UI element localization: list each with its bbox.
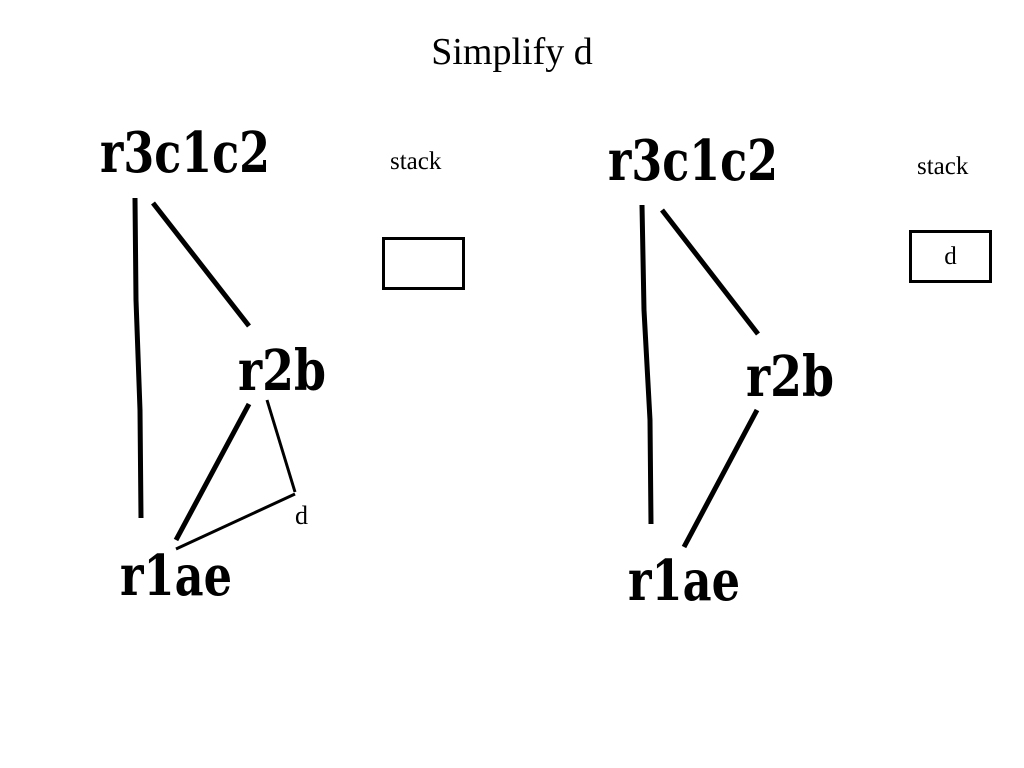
stack-box-after: d [909, 230, 992, 283]
edge-r2b-d [265, 399, 297, 493]
slide-title: Simplify d [431, 31, 593, 73]
edge-r3c1c2-r2b [660, 208, 760, 336]
edge-r3c1c2-r1ae [132, 197, 144, 519]
graph-before: r3c1c2 r2b r1ae d [100, 120, 326, 609]
edge-r2b-r1ae [681, 408, 760, 549]
edge-r1ae-d [175, 492, 296, 551]
node-r3c1c2: r3c1c2 [100, 120, 270, 186]
node-r2b: r2b [746, 344, 834, 410]
node-r3c1c2: r3c1c2 [608, 128, 778, 194]
edge-r3c1c2-r1ae [639, 204, 654, 525]
stack-label-before: stack [390, 148, 442, 175]
edge-r3c1c2-r2b [151, 201, 251, 328]
stack-item-d: d [944, 242, 957, 270]
node-r1ae: r1ae [628, 548, 740, 614]
stack-box-before [382, 237, 465, 290]
node-d: d [295, 501, 308, 530]
stack-label-after: stack [917, 153, 969, 180]
node-r2b: r2b [238, 338, 326, 404]
node-r1ae: r1ae [120, 543, 232, 609]
edge-r2b-r1ae [173, 402, 252, 542]
graph-after: r3c1c2 r2b r1ae [608, 128, 834, 614]
